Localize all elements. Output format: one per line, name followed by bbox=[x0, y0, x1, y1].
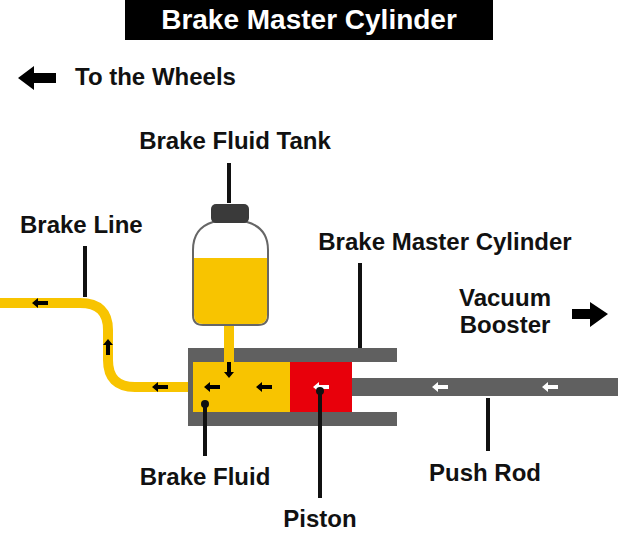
part-label: Brake Fluid Tank bbox=[139, 128, 331, 155]
leader-dot bbox=[316, 387, 324, 395]
leader-line bbox=[318, 391, 322, 498]
flow-arrow bbox=[256, 382, 272, 392]
flow-arrow bbox=[152, 382, 168, 392]
push-rod-shape bbox=[352, 378, 618, 396]
direction-label: Vacuum Booster bbox=[445, 285, 565, 339]
leader-line bbox=[486, 398, 490, 451]
leader-lines bbox=[85, 163, 488, 498]
motion-arrow bbox=[542, 382, 558, 392]
direction-label: To the Wheels bbox=[75, 64, 236, 91]
part-label: Push Rod bbox=[429, 460, 541, 487]
flow-arrow bbox=[204, 382, 220, 392]
tank-port bbox=[224, 348, 234, 364]
leader-line bbox=[358, 263, 362, 348]
leader-line bbox=[203, 404, 207, 456]
fluid-tank bbox=[193, 222, 268, 325]
leader-dot bbox=[201, 400, 209, 408]
tank-tube bbox=[224, 320, 234, 364]
title-bar: Brake Master Cylinder bbox=[125, 0, 493, 40]
tank-fluid bbox=[194, 258, 267, 324]
direction-arrow bbox=[18, 66, 56, 90]
title-text: Brake Master Cylinder bbox=[161, 4, 457, 36]
flow-arrow bbox=[224, 362, 234, 378]
motion-arrow bbox=[432, 382, 448, 392]
flow-arrow bbox=[103, 339, 113, 355]
leader-line bbox=[83, 246, 87, 297]
leader-line bbox=[227, 163, 231, 203]
part-label: Piston bbox=[283, 506, 356, 533]
part-label: Brake Fluid bbox=[140, 464, 271, 491]
part-label: Brake Line bbox=[20, 212, 143, 239]
brake-fluid-chamber bbox=[193, 362, 290, 412]
flow-arrow bbox=[32, 298, 48, 308]
tank-cap bbox=[211, 204, 249, 223]
brake-line bbox=[0, 303, 195, 387]
direction-arrow bbox=[572, 302, 608, 327]
part-label: Brake Master Cylinder bbox=[318, 229, 571, 256]
